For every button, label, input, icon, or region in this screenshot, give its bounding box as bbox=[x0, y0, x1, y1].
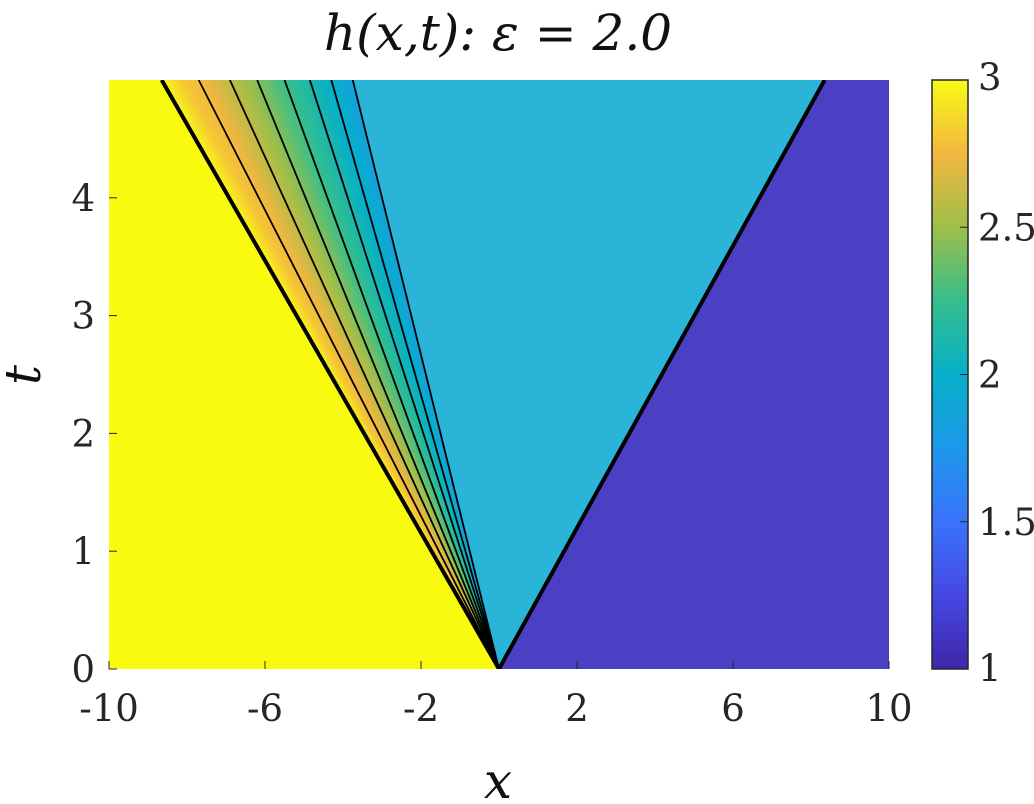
y-tick-label: 1 bbox=[71, 530, 95, 573]
x-tick-label: 10 bbox=[865, 687, 912, 730]
characteristic-line bbox=[197, 80, 500, 669]
characteristic-line bbox=[283, 80, 500, 669]
x-tick-label: -2 bbox=[403, 687, 439, 730]
y-tick-label: 4 bbox=[71, 177, 95, 220]
y-axis-label: t bbox=[0, 364, 52, 385]
characteristic-line bbox=[229, 80, 500, 669]
x-axis-ticks: -10 -6 -2 2 6 10 bbox=[79, 661, 913, 730]
colorbar-ticks: 1 1.5 2 2.5 3 bbox=[960, 56, 1034, 690]
y-tick-label: 3 bbox=[71, 295, 95, 338]
colorbar-tick-label: 3 bbox=[978, 56, 1002, 99]
chart-title: h(x,t): ε = 2.0 bbox=[324, 4, 672, 62]
colorbar-tick-label: 1.5 bbox=[978, 501, 1034, 544]
plot-area bbox=[109, 80, 889, 669]
x-tick-label: -6 bbox=[247, 687, 283, 730]
characteristic-line-bold bbox=[497, 80, 827, 669]
characteristic-line-bold bbox=[159, 80, 501, 669]
characteristic-line bbox=[256, 80, 500, 669]
characteristic-line bbox=[351, 80, 500, 669]
region-left-state bbox=[109, 80, 499, 669]
x-tick-label: 2 bbox=[565, 687, 589, 730]
colorbar: 1 1.5 2 2.5 3 bbox=[931, 56, 1034, 690]
y-tick-label: 0 bbox=[71, 648, 95, 691]
characteristic-line bbox=[308, 80, 500, 669]
y-tick-label: 2 bbox=[71, 412, 95, 455]
x-tick-label: 6 bbox=[721, 687, 745, 730]
characteristic-lines bbox=[159, 80, 827, 669]
x-axis-label: x bbox=[484, 752, 512, 804]
region-right-state bbox=[499, 80, 889, 669]
region-middle-state bbox=[352, 80, 825, 669]
y-axis-ticks: 0 1 2 3 4 bbox=[71, 177, 117, 691]
characteristic-line bbox=[330, 80, 500, 669]
colorbar-tick-label: 1 bbox=[978, 647, 1002, 690]
colorbar-tick-label: 2 bbox=[978, 354, 1002, 397]
heatmap-regions bbox=[109, 80, 889, 669]
x-tick-label: -10 bbox=[79, 687, 139, 730]
colorbar-tick-label: 2.5 bbox=[978, 206, 1034, 249]
